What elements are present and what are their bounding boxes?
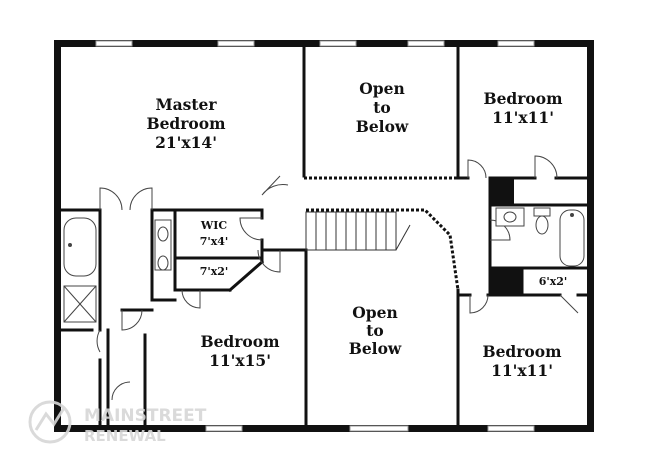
closet-6x2-size: 6'x2': [539, 275, 568, 288]
windows: [95, 40, 535, 432]
bedroom-se-size: 11'x11': [491, 361, 553, 380]
watermark-line1: MAINSTREET: [84, 406, 207, 426]
open-to-below-bottom-line1: Open: [352, 303, 397, 322]
bedroom-ne-name: Bedroom: [483, 89, 563, 108]
open-to-below-top-line3: Below: [356, 117, 409, 136]
room-labels: Master Bedroom 21'x14' Open to Below Bed…: [146, 79, 567, 380]
wall-blocks: [490, 178, 522, 295]
railing: [304, 176, 460, 291]
bedroom-sw-size: 11'x15': [209, 351, 271, 370]
open-to-below-top-line1: Open: [359, 79, 404, 98]
fixtures: [63, 207, 585, 323]
doors: [96, 155, 579, 401]
bedroom-se-name: Bedroom: [482, 342, 562, 361]
master-bedroom-name-line2: Bedroom: [146, 114, 226, 133]
bedroom-sw-name: Bedroom: [200, 332, 280, 351]
watermark-line2: RENEWAL: [84, 427, 166, 445]
bedroom-ne-size: 11'x11': [492, 108, 554, 127]
watermark: MAINSTREET RENEWAL: [28, 400, 207, 445]
wic-name: WIC: [200, 219, 227, 232]
closet-7x2-size: 7'x2': [200, 265, 229, 278]
watermark-logo-icon: [28, 400, 72, 444]
watermark-logo-mark-icon: [34, 407, 66, 431]
master-bedroom-size: 21'x14': [155, 133, 217, 152]
open-to-below-bottom-line2: to: [366, 321, 384, 340]
master-bedroom-name-line1: Master: [155, 95, 217, 114]
wic-size: 7'x4': [200, 235, 229, 248]
open-to-below-top-line2: to: [373, 98, 391, 117]
open-to-below-bottom-line3: Below: [349, 339, 402, 358]
stairs: [305, 211, 411, 251]
